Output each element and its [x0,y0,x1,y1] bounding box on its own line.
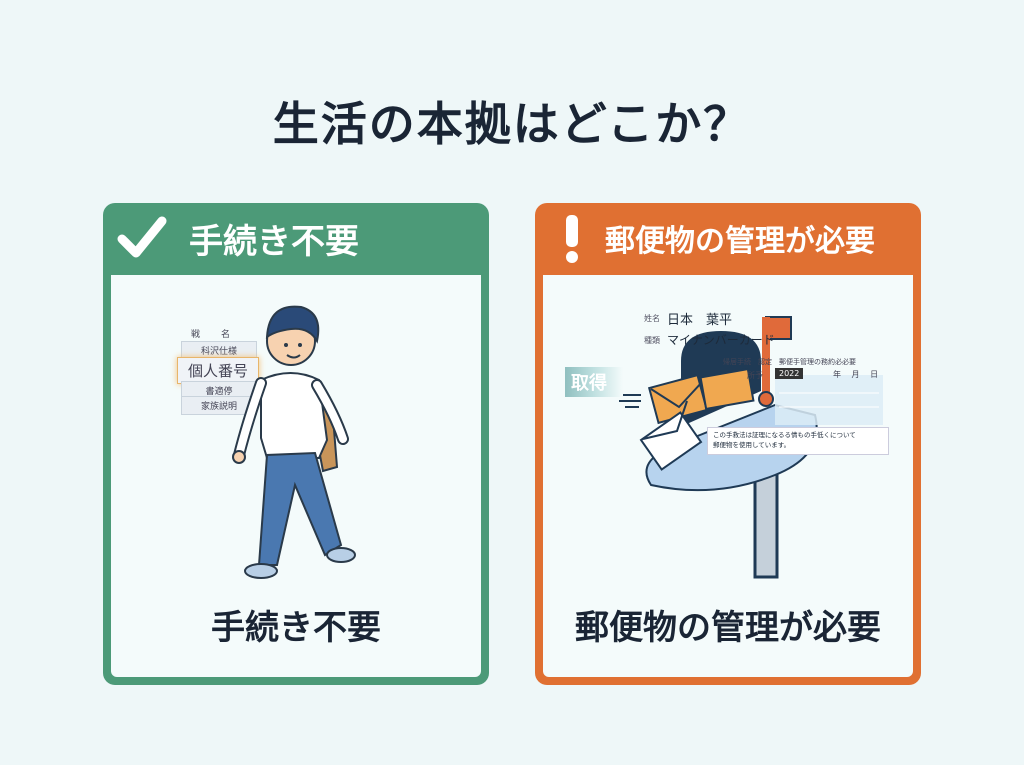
form-header: 帰居手続 認定 郵便手管理の務約必必要 [723,357,856,367]
panel-body: 戦 名 科沢仕様 個人番号 書適停 家族説明 手続き不要 [111,275,481,677]
check-icon [117,216,167,258]
card-type-label: 種類 [644,336,660,345]
note-line: この手救法は証理になるる情もの手低くについて [713,431,856,439]
date-label-month: 月 [851,370,860,379]
acquired-badge: 取得 [565,367,623,397]
form-row-label: 所予 [747,371,763,380]
panel-header: 郵便物の管理が必要 [535,203,921,273]
envelope-icon [639,400,703,471]
note-line: 郵便物を使用しています。 [713,440,791,449]
form-header-right: 郵便手管理の務約必必要 [779,358,856,366]
date-labels: 年 月 日 [833,369,878,380]
no-procedure-panel: 手続き不要 戦 名 科沢仕様 個人番号 書適停 家族説明 手続き不要 [103,203,489,685]
document-label: 家族説明 [181,396,257,415]
form-header-mid: 認定 [758,358,772,366]
date-label-year: 年 [833,370,841,379]
envelope-icon [647,373,709,425]
year-field: 2022 [775,368,804,379]
document-label: 科沢仕様 [181,341,257,360]
date-label-day: 日 [870,370,879,379]
card-name: 日本 葉平 [667,313,733,328]
envelope-icon [699,367,755,411]
panel-header-label: 郵便物の管理が必要 [605,224,875,259]
panel-body: 姓名 日本 葉平 種類 マイナンバーカード 帰居手続 認定 郵便手管理の務約必必… [543,275,913,677]
card-type: マイナンバーカード [667,333,775,347]
card-note: この手救法は証理になるる情もの手低くについて郵便物を使用しています。 [707,427,889,455]
document-label-highlight: 個人番号 [177,357,259,384]
exclamation-icon [566,215,578,263]
form-header-left: 帰居手続 [723,358,751,366]
mail-management-panel: 郵便物の管理が必要 姓名 日本 葉平 種類 マイナンバーカード 帰居手続 認定 … [535,203,921,685]
panel-header: 手続き不要 [103,203,489,273]
page-title: 生活の本拠はどこか？ [272,97,752,151]
card-name-label: 姓名 [644,314,660,323]
panel-header-label: 手続き不要 [189,221,359,262]
document-label: 戦 名 [191,330,237,340]
panel-caption: 手続き不要 [211,608,381,648]
walking-person-illustration [232,305,356,579]
panel-caption: 郵便物の管理が必要 [575,608,881,648]
